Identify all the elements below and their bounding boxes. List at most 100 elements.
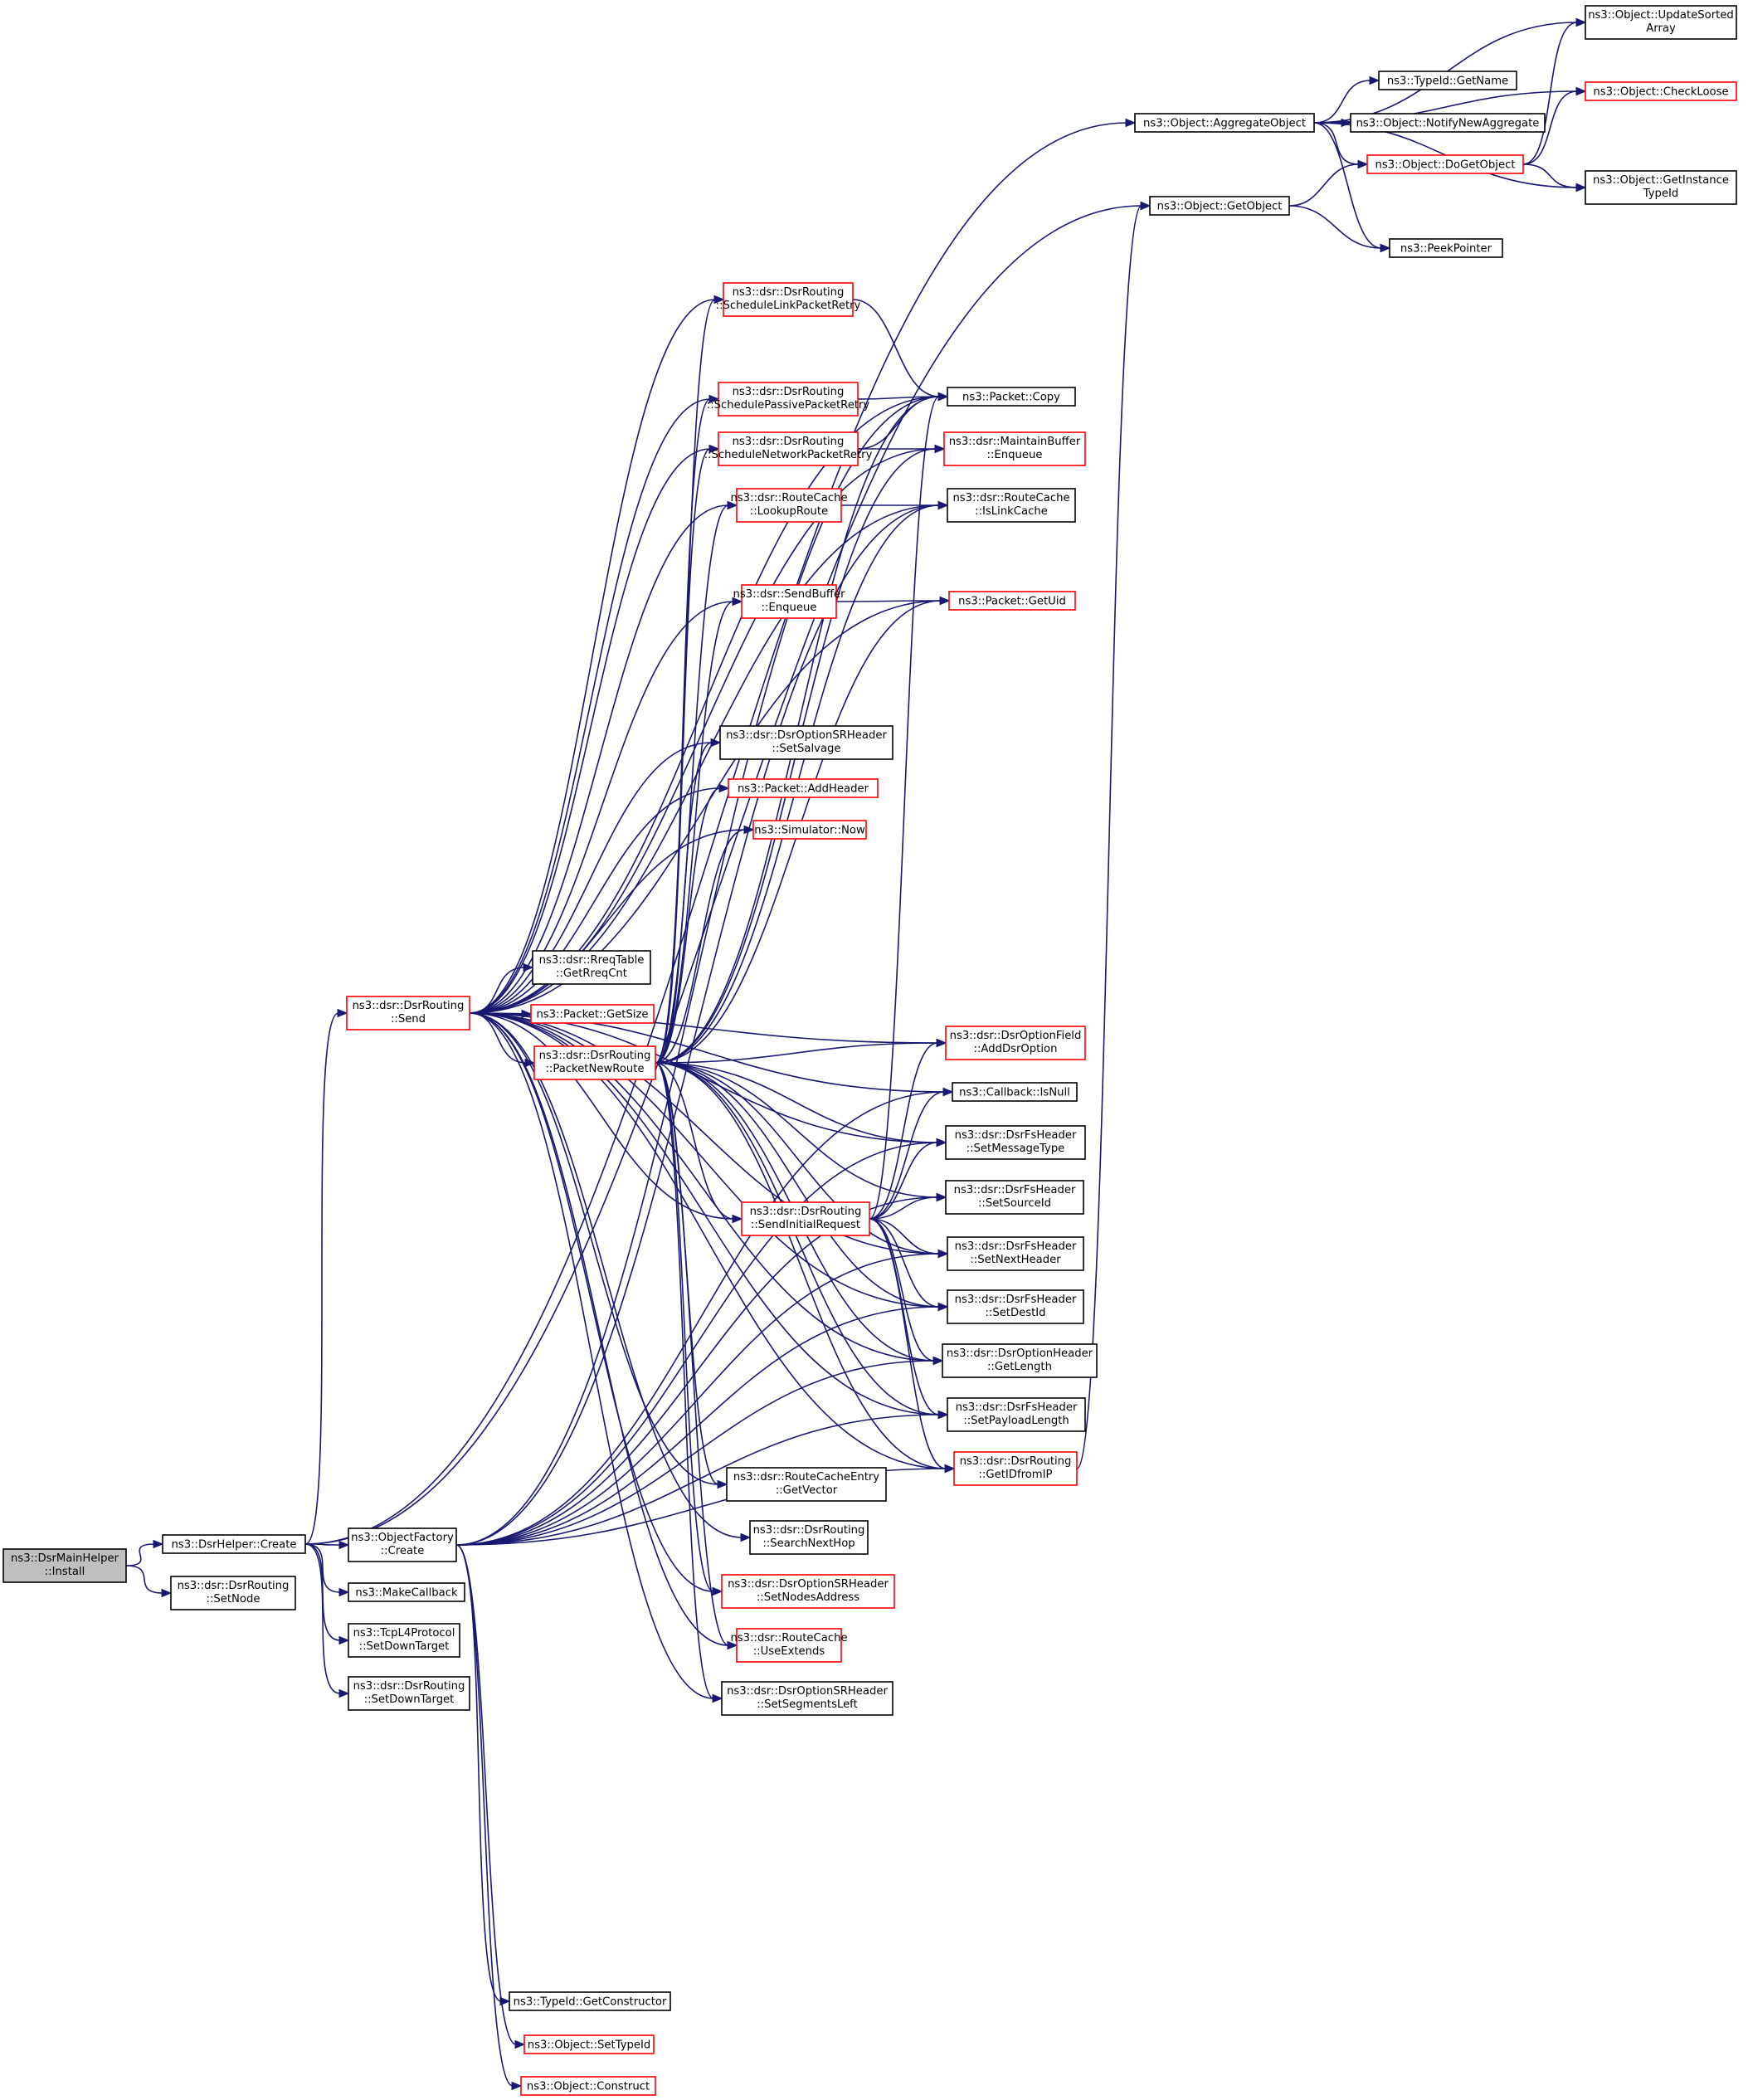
node-label: ns3::dsr::DsrFsHeader <box>955 1294 1077 1306</box>
node-create[interactable]: ns3::DsrHelper::Create <box>162 1534 306 1554</box>
node-label: ::SetDestId <box>985 1307 1045 1319</box>
node-copy[interactable]: ns3::Packet::Copy <box>947 387 1076 407</box>
node-setsegleft[interactable]: ns3::dsr::DsrOptionSRHeader::SetSegments… <box>721 1681 893 1716</box>
node-label: ns3::dsr::DsrOptionHeader <box>947 1347 1093 1360</box>
node-simnow[interactable]: ns3::Simulator::Now <box>752 820 867 840</box>
node-pktnewroute[interactable]: ns3::dsr::DsrRouting::PacketNewRoute <box>533 1045 656 1080</box>
node-label: ::Enqueue <box>762 602 817 614</box>
node-settypeid[interactable]: ns3::Object::SetTypeId <box>523 2034 655 2054</box>
node-schednet[interactable]: ns3::dsr::DsrRouting::ScheduleNetworkPac… <box>704 431 873 466</box>
node-getobject[interactable]: ns3::Object::GetObject <box>1149 196 1290 216</box>
node-box <box>1585 81 1737 101</box>
node-construct[interactable]: ns3::Object::Construct <box>520 2076 656 2096</box>
node-getname[interactable]: ns3::TypeId::GetName <box>1378 71 1517 90</box>
node-sbenq[interactable]: ns3::dsr::SendBuffer::Enqueue <box>733 584 845 619</box>
node-getlength[interactable]: ns3::dsr::DsrOptionHeader::GetLength <box>942 1343 1098 1378</box>
node-send[interactable]: ns3::dsr::DsrRouting::Send <box>346 996 470 1031</box>
edge-line <box>455 1091 945 1546</box>
node-label: ::AddDsrOption <box>974 1043 1058 1055</box>
edge-aggregate-to-getname <box>1313 76 1380 124</box>
node-useextends[interactable]: ns3::dsr::RouteCache::UseExtends <box>730 1628 848 1663</box>
node-getvector[interactable]: ns3::dsr::RouteCacheEntry::GetVector <box>726 1467 887 1502</box>
node-getsize[interactable]: ns3::Packet::GetSize <box>530 1004 655 1024</box>
node-box <box>947 1236 1084 1271</box>
node-islinkcache[interactable]: ns3::dsr::RouteCache::IsLinkCache <box>947 488 1076 523</box>
node-addheader[interactable]: ns3::Packet::AddHeader <box>728 778 879 798</box>
node-setsalvage[interactable]: ns3::dsr::DsrOptionSRHeader::SetSalvage <box>719 725 893 760</box>
node-tcpsdt[interactable]: ns3::TcpL4Protocol::SetDownTarget <box>348 1623 460 1658</box>
edge-line <box>469 299 716 1014</box>
node-setnode[interactable]: ns3::dsr::DsrRouting::SetNode <box>170 1576 296 1610</box>
node-notifyagg[interactable]: ns3::Object::NotifyNewAggregate <box>1350 113 1546 133</box>
node-box <box>947 488 1076 523</box>
node-lookup[interactable]: ns3::dsr::RouteCache::LookupRoute <box>730 488 848 523</box>
node-sendinit[interactable]: ns3::dsr::DsrRouting::SendInitialRequest <box>741 1201 870 1236</box>
node-label: ns3::ObjectFactory <box>351 1532 454 1544</box>
node-getuid[interactable]: ns3::Packet::GetUid <box>948 591 1076 611</box>
node-setdestid[interactable]: ns3::dsr::DsrFsHeader::SetDestId <box>947 1289 1084 1324</box>
node-dsrsdt[interactable]: ns3::dsr::DsrRouting::SetDownTarget <box>348 1676 470 1711</box>
arrowhead <box>514 2039 526 2049</box>
arrowhead <box>936 1138 947 1147</box>
edge-line <box>1288 205 1382 249</box>
node-label: ns3::dsr::DsrFsHeader <box>955 1240 1077 1253</box>
node-label: ns3::dsr::DsrRouting <box>539 1050 651 1062</box>
node-box <box>1585 170 1737 205</box>
edge-line <box>655 787 721 1064</box>
node-label: ::SetDownTarget <box>359 1640 450 1653</box>
edge-pktnewroute-to-addheader <box>655 783 730 1064</box>
node-peekptr[interactable]: ns3::PeekPointer <box>1389 238 1503 258</box>
arrowhead <box>708 394 720 404</box>
node-label: ns3::MakeCallback <box>355 1587 458 1600</box>
node-box <box>346 996 470 1031</box>
node-adddsropt[interactable]: ns3::dsr::DsrOptionField::AddDsrOption <box>945 1026 1086 1060</box>
node-label: ns3::TypeId::GetConstructor <box>514 1996 667 2009</box>
node-ofcreate[interactable]: ns3::ObjectFactory::Create <box>348 1527 457 1562</box>
node-mbenq[interactable]: ns3::dsr::MaintainBuffer::Enqueue <box>943 431 1086 466</box>
node-setsrcid[interactable]: ns3::dsr::DsrFsHeader::SetSourceId <box>945 1180 1084 1215</box>
node-setmsgtype[interactable]: ns3::dsr::DsrFsHeader::SetMessageType <box>945 1125 1086 1160</box>
node-setnexthdr[interactable]: ns3::dsr::DsrFsHeader::SetNextHeader <box>947 1236 1084 1271</box>
node-schedpass[interactable]: ns3::dsr::DsrRouting::SchedulePassivePac… <box>707 382 870 417</box>
arrowhead <box>1575 86 1587 96</box>
edge-pktnewroute-to-setdestid <box>655 1062 949 1312</box>
edge-line <box>455 1253 940 1546</box>
node-getctor[interactable]: ns3::TypeId::GetConstructor <box>509 1991 671 2011</box>
edge-line <box>1522 22 1578 165</box>
node-schedlink[interactable]: ns3::dsr::DsrRouting::ScheduleLinkPacket… <box>716 282 861 317</box>
arrowhead <box>713 295 725 305</box>
node-box <box>1585 5 1737 40</box>
node-rreqcnt[interactable]: ns3::dsr::RreqTable::GetRreqCnt <box>532 950 651 985</box>
edge-line <box>655 1062 947 1469</box>
node-setpayload[interactable]: ns3::dsr::DsrFsHeader::SetPayloadLength <box>947 1397 1086 1432</box>
edge-line <box>469 504 729 1014</box>
edge-create-to-dsrsdt <box>304 1543 350 1698</box>
call-graph-edges <box>125 17 1587 2091</box>
edge-line <box>869 1218 935 1362</box>
edge-create-to-send <box>304 1008 348 1545</box>
node-makecb[interactable]: ns3::MakeCallback <box>348 1582 465 1602</box>
node-checkloose[interactable]: ns3::Object::CheckLoose <box>1585 81 1737 101</box>
node-label: ::Send <box>391 1013 426 1026</box>
edge-line <box>469 1012 940 1308</box>
edge-aggregate-to-peekptr <box>1313 122 1391 253</box>
node-install[interactable]: ns3::DsrMainHelper::Install <box>2 1548 127 1583</box>
node-dogetobject[interactable]: ns3::Object::DoGetObject <box>1366 154 1524 174</box>
edge-getobject-to-peekptr <box>1288 205 1391 253</box>
node-label: ns3::dsr::DsrFsHeader <box>955 1129 1077 1142</box>
node-getidfromip[interactable]: ns3::dsr::DsrRouting::GetIDfromIP <box>953 1451 1078 1486</box>
node-label: ::IsLinkCache <box>975 505 1048 518</box>
arrowhead <box>1575 183 1587 192</box>
node-setnodesaddr[interactable]: ns3::dsr::DsrOptionSRHeader::SetNodesAdd… <box>721 1574 895 1609</box>
edge-line <box>455 1360 935 1546</box>
edge-line <box>1522 163 1578 188</box>
node-isnull[interactable]: ns3::Callback::IsNull <box>952 1082 1078 1102</box>
edge-line <box>655 1062 940 1308</box>
node-label: ns3::dsr::DsrOptionSRHeader <box>728 1578 889 1591</box>
node-aggregate[interactable]: ns3::Object::AggregateObject <box>1134 113 1315 133</box>
node-label: ::SetDownTarget <box>364 1693 455 1706</box>
node-searchnext[interactable]: ns3::dsr::DsrRouting::SearchNextHop <box>749 1520 869 1555</box>
edge-line <box>455 1544 517 2045</box>
